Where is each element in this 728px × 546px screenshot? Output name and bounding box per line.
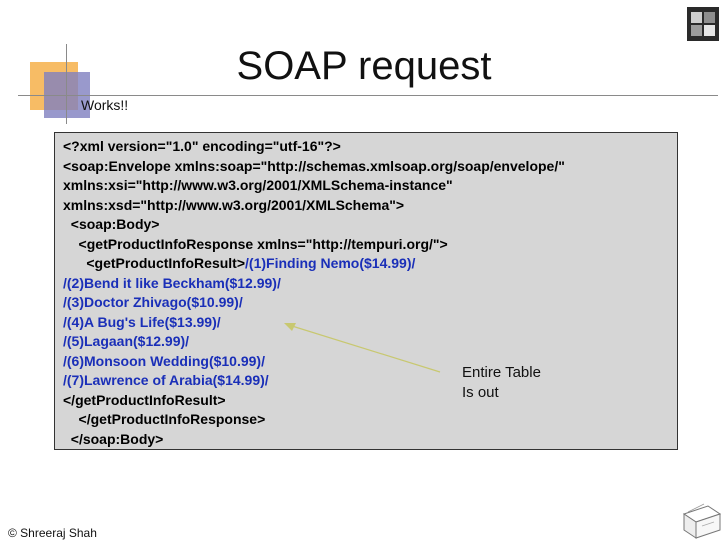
annotation-note: Entire Table Is out [462,363,541,403]
injected-record: /(3)Doctor Zhivago($10.99)/ [63,294,243,310]
injected-record: /(6)Monsoon Wedding($10.99)/ [63,352,265,369]
injected-record: /(7)Lawrence of Arabia($14.99)/ [63,372,269,388]
copyright-footer: © Shreeraj Shah [8,526,97,540]
code-line: xmlns:xsd="http://www.w3.org/2001/XMLSch… [63,196,405,213]
code-line: <getProductInfoResponse xmlns="http://te… [63,235,448,252]
code-line: </soap:Body> [63,430,164,447]
code-line: <soap:Body> [63,216,160,232]
slide-subtitle: Works!! [81,97,129,113]
annotation-note-line: Is out [462,384,499,401]
cube-logo-icon [687,7,719,41]
injected-record: /(5)Lagaan($12.99)/ [63,333,190,349]
code-line: </getProductInfoResponse> [63,411,266,427]
decor-vertical-line [66,44,67,124]
code-result-open-tag: <getProductInfoResult> [63,255,246,271]
injected-record: /(2)Bend it like Beckham($12.99)/ [63,274,281,291]
soap-xml-code-block: <?xml version="1.0" encoding="utf-16"?> <… [54,132,678,450]
code-line: <?xml version="1.0" encoding="utf-16"?> [63,138,341,154]
code-line: <getProductInfoResult>/(1)Finding Nemo($… [63,254,677,274]
slide-title: SOAP request [236,44,492,88]
decor-horizontal-line [18,95,718,96]
box-sketch-icon [682,503,722,539]
code-line: </getProductInfoResult> [63,391,226,408]
injected-record: /(4)A Bug's Life($13.99)/ [63,313,221,330]
code-line: xmlns:xsi="http://www.w3.org/2001/XMLSch… [63,177,453,193]
injected-record: /(1)Finding Nemo($14.99)/ [245,255,416,271]
code-line: <soap:Envelope xmlns:soap="http://schema… [63,157,565,174]
annotation-note-line: Entire Table [462,364,541,381]
